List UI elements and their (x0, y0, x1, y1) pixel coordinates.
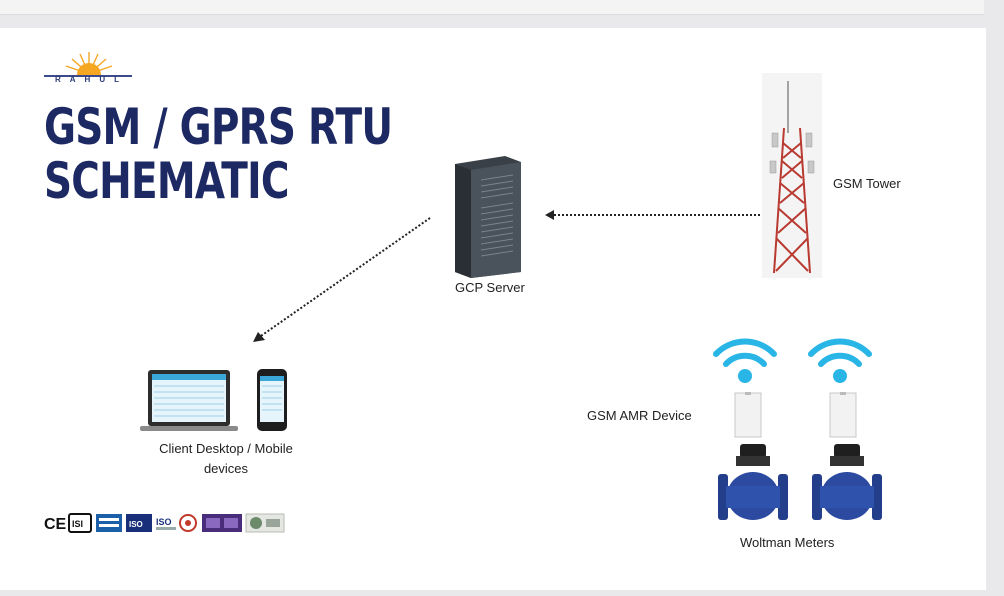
cert-seal-icon (179, 514, 197, 532)
certification-logos: CE ISI ISO ISO (44, 513, 285, 533)
gsm-tower-label: GSM Tower (833, 176, 901, 191)
page-title: GSM / GPRS RTU SCHEMATIC (44, 98, 393, 210)
woltman-meters-label: Woltman Meters (740, 535, 835, 550)
client-devices-label: Client Desktop / Mobile devices (140, 439, 312, 479)
isi-mark-icon: ISI (68, 513, 92, 533)
cert-badge-icon (96, 514, 122, 532)
title-line-2: SCHEMATIC (44, 152, 289, 210)
amr-device-icon (829, 392, 857, 438)
schematic-slide: RAHUL GSM / GPRS RTU SCHEMATIC GSM Tower (0, 28, 986, 590)
connection-arrows (253, 210, 760, 342)
title-line-1: GSM / GPRS RTU (44, 98, 393, 156)
gcp-server-label: GCP Server (455, 280, 525, 295)
server-to-client-arrow (257, 217, 431, 339)
woltman-meter-icon (812, 444, 882, 520)
ce-mark-icon: CE (44, 516, 67, 533)
laptop-icon (140, 370, 238, 431)
svg-text:ISO: ISO (129, 520, 143, 529)
iso-badge-icon: ISO (126, 514, 152, 532)
svg-text:ISO: ISO (156, 517, 172, 527)
nabl-badge-icon (202, 514, 242, 532)
gsm-amr-device-label: GSM AMR Device (587, 408, 692, 423)
wifi-signal-icon (808, 338, 872, 383)
logo-wordmark: RAHUL (55, 75, 128, 84)
quality-badge-icon (245, 513, 285, 533)
amr-device-icon (734, 392, 762, 438)
client-label-line-2: devices (203, 461, 249, 476)
svg-text:CE: CE (44, 516, 67, 533)
mobile-phone-icon (257, 369, 287, 431)
client-label-line-1: Client Desktop / Mobile (159, 441, 293, 456)
iso-badge-icon: ISO (156, 517, 176, 530)
svg-text:ISI: ISI (72, 519, 83, 529)
server-icon (455, 156, 521, 278)
wifi-signal-icon (713, 338, 777, 383)
gsm-tower-icon (762, 73, 822, 278)
previous-slide-edge (0, 0, 984, 15)
rahul-logo-sun-icon (44, 52, 132, 77)
woltman-meter-icon (718, 444, 788, 520)
